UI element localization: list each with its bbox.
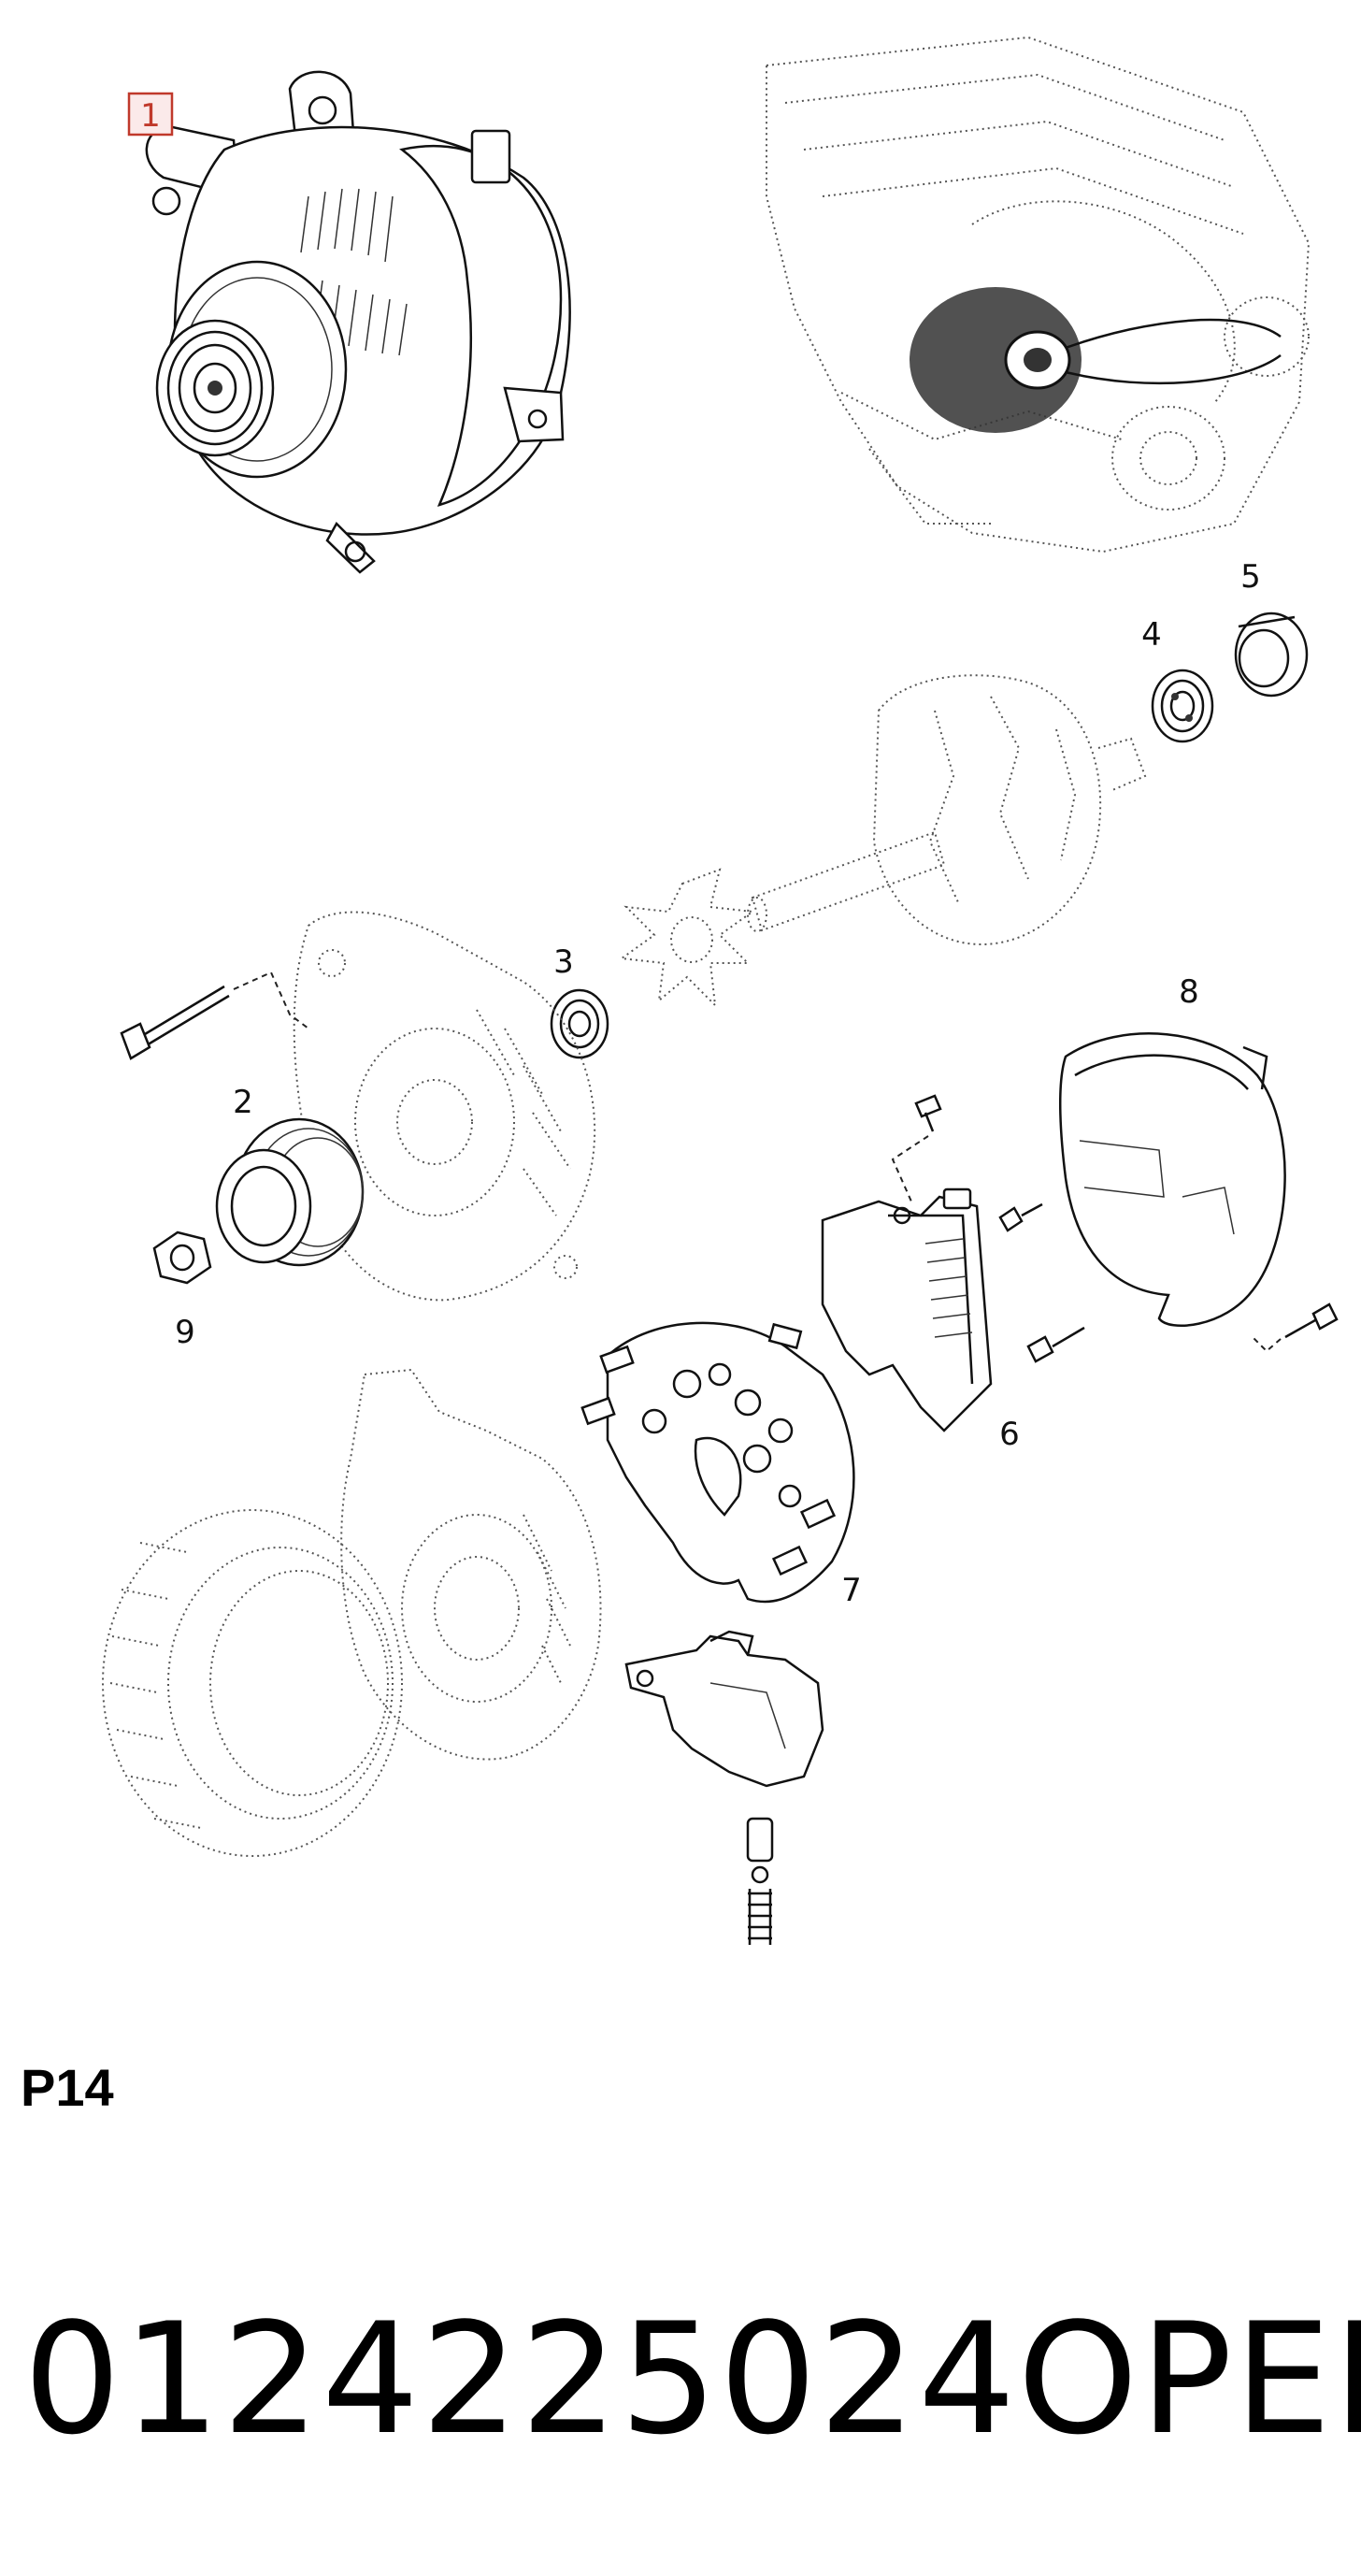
bearing-cap-part-5: 5	[1234, 558, 1309, 698]
page-code: P14	[21, 2058, 114, 2117]
callout-3: 3	[553, 943, 574, 981]
callout-4: 4	[1141, 616, 1162, 654]
fan-part	[619, 868, 755, 1008]
rear-cover-part: 8	[1026, 973, 1339, 1363]
callout-1: 1	[140, 97, 161, 135]
callout-8: 8	[1179, 973, 1199, 1011]
callout-5: 5	[1240, 558, 1261, 596]
callout-9: 9	[175, 1314, 195, 1351]
part-info-row: 0124225024 OPEL	[23, 2290, 1361, 2468]
engine-location-illustration	[766, 36, 1311, 554]
nut-part: 9	[152, 1230, 212, 1351]
callout-6: 6	[999, 1416, 1020, 1453]
callout-2: 2	[233, 1084, 253, 1121]
alternator-assembly-illustration: 1	[127, 70, 571, 574]
rectifier-part: 7	[580, 1321, 862, 1609]
brush-holder-part	[624, 1630, 824, 1945]
bearing-part-4: 4	[1141, 616, 1214, 743]
brand-name: OPEL	[1017, 2290, 1361, 2468]
callout-7: 7	[841, 1572, 862, 1609]
callout-1-box	[127, 92, 174, 137]
part-number: 0124225024	[23, 2290, 1018, 2468]
front-housing-part	[120, 911, 596, 1302]
rear-housing-part	[340, 1368, 602, 1761]
stator-part	[102, 1509, 403, 1857]
regulator-part: 6	[821, 1094, 1043, 1453]
pulley-part: 2	[215, 1084, 365, 1267]
exploded-parts-diagram: 1 4	[102, 36, 1339, 1945]
rotor-part	[747, 674, 1147, 946]
bearing-part-3: 3	[550, 943, 609, 1059]
